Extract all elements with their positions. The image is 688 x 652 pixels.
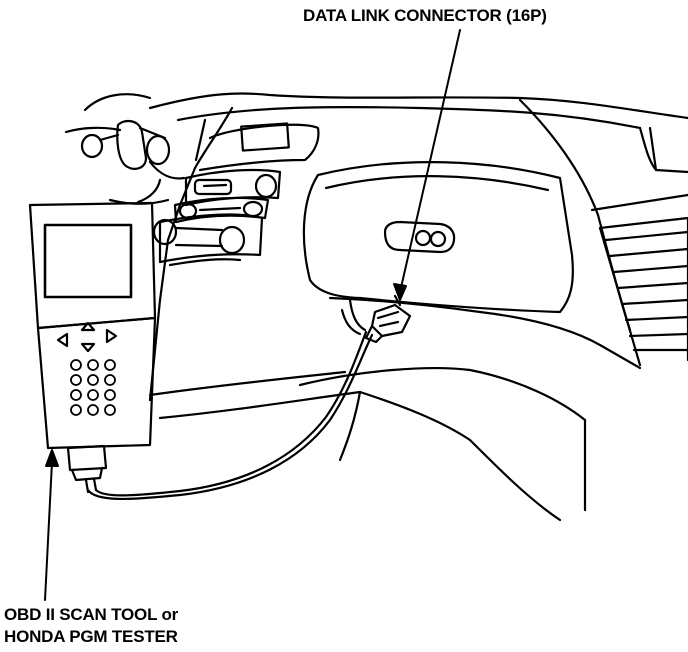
glove-box — [302, 161, 574, 314]
keypad-icon — [70, 359, 116, 416]
right-vent — [590, 193, 688, 367]
scan-tool-label: OBD II SCAN TOOL or HONDA PGM TESTER — [4, 604, 178, 648]
connector-plug-icon — [340, 294, 412, 344]
arrow-keys-icon — [56, 321, 118, 353]
connector-arrowhead — [393, 283, 407, 301]
scan-tool-label-line2: HONDA PGM TESTER — [4, 627, 178, 646]
data-link-connector-label: DATA LINK CONNECTOR (16P) — [303, 6, 547, 25]
tool-arrowhead — [45, 449, 59, 467]
glove-box-latch — [383, 220, 456, 254]
tester-cable — [86, 330, 374, 500]
dashboard-outline — [148, 92, 688, 522]
scan-tool-icon — [28, 201, 157, 494]
center-stack — [152, 122, 320, 267]
steering-column-icon — [64, 93, 186, 205]
tool-leader-line — [44, 461, 53, 601]
leader-lines — [44, 29, 461, 601]
connector-leader-line — [399, 29, 461, 293]
scan-tool-label-line1: OBD II SCAN TOOL or — [4, 605, 179, 624]
